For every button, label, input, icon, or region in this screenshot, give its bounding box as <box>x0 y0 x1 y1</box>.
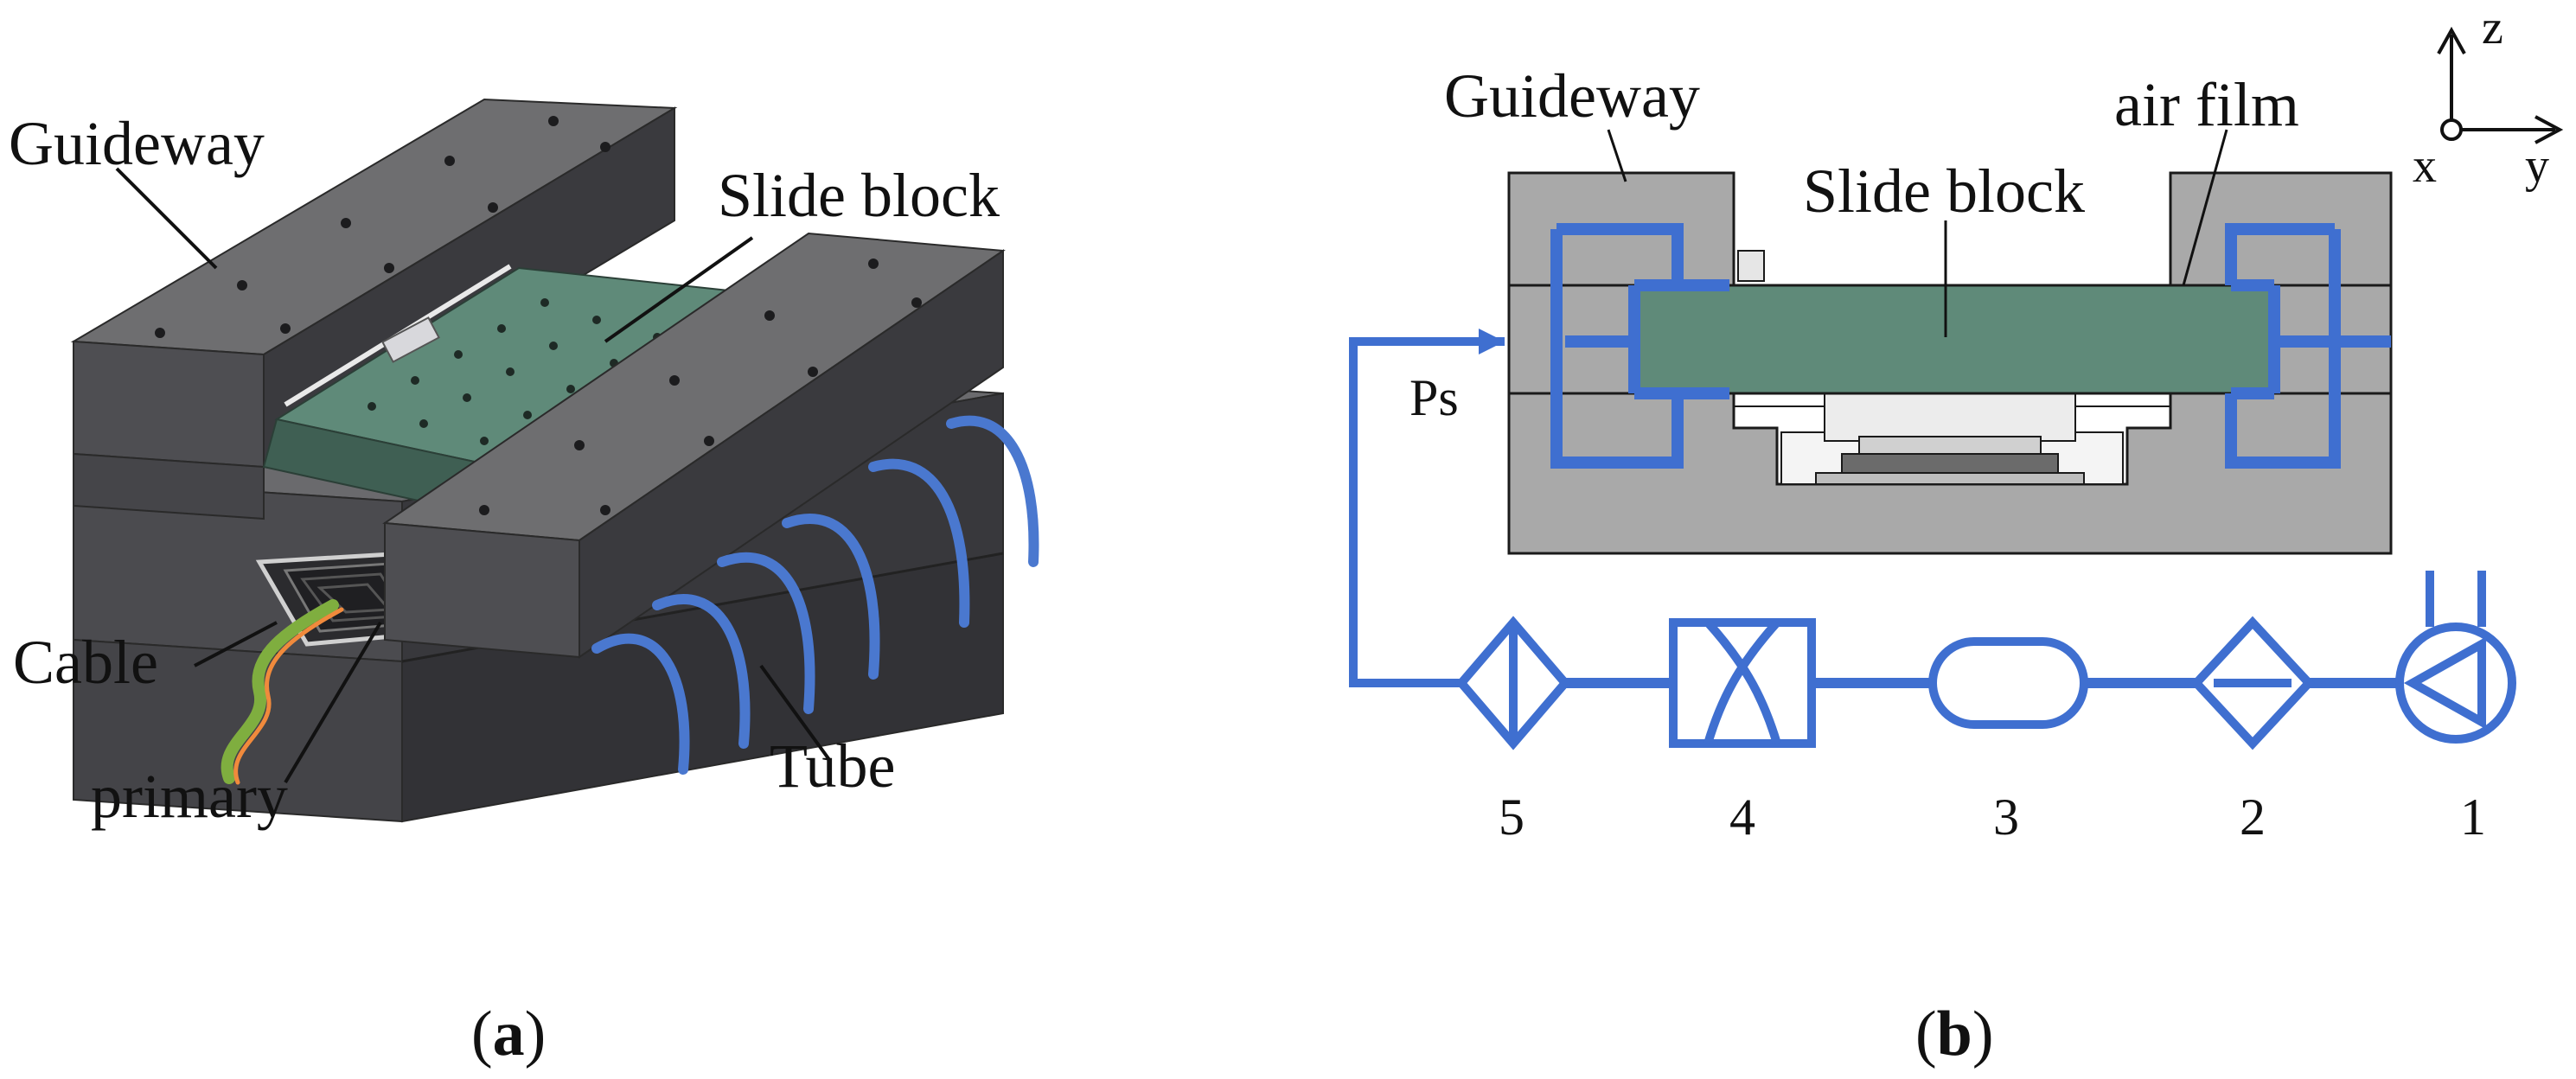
axis-label-y: y <box>2525 139 2549 193</box>
component-2-dryer <box>2190 616 2315 750</box>
air-channels <box>1550 223 2391 469</box>
label-component-1: 1 <box>2460 788 2486 846</box>
supply-line <box>1349 329 1505 687</box>
label-tube: Tube <box>770 731 895 801</box>
label-slide-block-b: Slide block <box>1803 156 2085 226</box>
air-tubes <box>591 415 1039 775</box>
component-1-compressor <box>2395 571 2516 744</box>
leader-lines-b <box>1607 129 2228 337</box>
guideway-bolt-holes <box>155 116 610 338</box>
leader-lines-a <box>115 167 832 784</box>
axis-icon <box>2437 26 2564 144</box>
panel-a: Guideway Slide block Cable primary Tube … <box>9 98 1039 1069</box>
label-component-4: 4 <box>1729 788 1755 846</box>
component-3-tank <box>1928 637 2088 729</box>
slide-block-section <box>1633 284 2276 395</box>
label-component-3: 3 <box>1993 788 2019 846</box>
guideway-rail-right <box>382 232 1006 659</box>
label-component-5: 5 <box>1499 788 1525 846</box>
label-ps: Ps <box>1409 369 1459 426</box>
guideway-section <box>1507 171 2393 555</box>
label-component-2: 2 <box>2240 788 2266 846</box>
label-air-film: air film <box>2114 70 2299 139</box>
label-cable: Cable <box>13 628 158 697</box>
component-4-valve <box>1669 618 1816 748</box>
axis-label-z: z <box>2482 1 2503 54</box>
component-5-filter <box>1455 616 1571 750</box>
label-primary: primary <box>91 762 288 831</box>
caption-b: (b) <box>1915 999 1993 1069</box>
panel-b: 5 4 3 2 1 Guideway air film Slide block … <box>1349 1 2564 1069</box>
label-guideway-a: Guideway <box>9 109 265 178</box>
label-slide-block-a: Slide block <box>718 161 1000 230</box>
axis-label-x: x <box>2413 139 2437 193</box>
label-guideway-b: Guideway <box>1444 61 1700 131</box>
cable <box>221 599 344 785</box>
caption-a: (a) <box>471 999 546 1069</box>
